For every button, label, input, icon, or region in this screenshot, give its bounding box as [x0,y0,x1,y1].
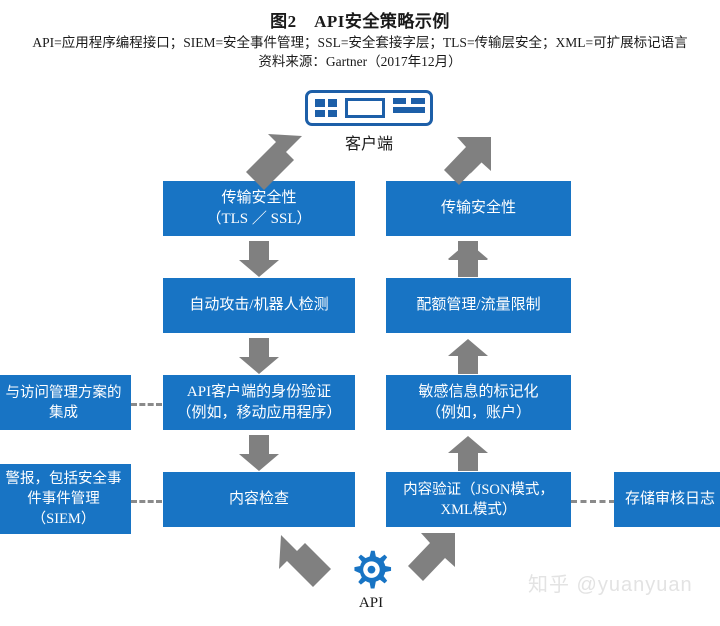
arrow-down-left-2 [239,338,279,374]
arrow-content-inspection-to-api [279,535,331,587]
client-icon-grid [315,99,337,117]
box-label: 传输安全性 （TLS ／ SSL） [206,189,312,227]
client-device-icon [305,90,433,126]
client-icon-bars [393,98,425,118]
client-label: 客户端 [344,136,393,153]
box-label: 敏感信息的标记化 （例如，账户） [418,383,539,421]
box-transport-security[interactable]: 传输安全性 [386,181,571,236]
arrow-up-right-3 [448,339,488,374]
box-label: 存储审核日志 [624,491,715,507]
arrow-down-left-1 [239,241,279,277]
box-store-audit-logs[interactable]: 存储审核日志 [614,472,720,527]
arrow-up-right-2 [448,242,488,277]
box-label: 与访问管理方案的 集成 [5,384,122,421]
box-alerting-siem[interactable]: 警报，包括安全事 件事件管理 （SIEM） [0,464,131,534]
box-content-inspection[interactable]: 内容检查 [163,472,355,527]
box-label: 自动攻击/机器人检测 [189,297,329,313]
box-api-client-authentication[interactable]: API客户端的身份验证 （例如，移动应用程序） [163,375,355,430]
arrow-down-left-3 [239,435,279,471]
figure-title: 图2 API安全策略示例 [270,12,450,31]
client-icon-screen [345,98,385,118]
dashed-connector-access-management [131,403,162,406]
gear-icon [348,548,394,594]
figure-source: 资料来源：Gartner（2017年12月） [258,54,462,69]
box-content-validation[interactable]: 内容验证（JSON模式， XML模式） [386,472,571,527]
arrow-right-up-to-client [444,137,491,185]
arrow-up-right-1 [448,241,488,260]
box-label: 警报，包括安全事 件事件管理 （SIEM） [5,471,122,527]
dashed-connector-store-audit-logs [571,500,615,503]
box-label: 传输安全性 [440,200,516,216]
dashed-connector-alerting-siem [131,500,162,503]
arrow-up-right-4 [448,436,488,471]
box-label: API客户端的身份验证 （例如，移动应用程序） [176,383,342,421]
box-access-management-integration[interactable]: 与访问管理方案的 集成 [0,375,131,430]
box-automated-attack-bot-detection[interactable]: 自动攻击/机器人检测 [163,278,355,333]
api-label: API [358,595,384,611]
arrow-api-to-content-validation [408,533,455,581]
box-label: 配额管理/流量限制 [416,297,541,313]
box-sensitive-data-tokenization[interactable]: 敏感信息的标记化 （例如，账户） [386,375,571,430]
box-label: 内容验证（JSON模式， XML模式） [403,481,554,518]
box-transport-security-tls-ssl[interactable]: 传输安全性 （TLS ／ SSL） [163,181,355,236]
watermark: 知乎 @yuanyuan [528,574,693,596]
figure-legend: API=应用程序编程接口；SIEM=安全事件管理；SSL=安全套接字层；TLS=… [32,35,688,50]
box-label: 内容检查 [228,491,289,507]
box-quota-management-rate-limiting[interactable]: 配额管理/流量限制 [386,278,571,333]
